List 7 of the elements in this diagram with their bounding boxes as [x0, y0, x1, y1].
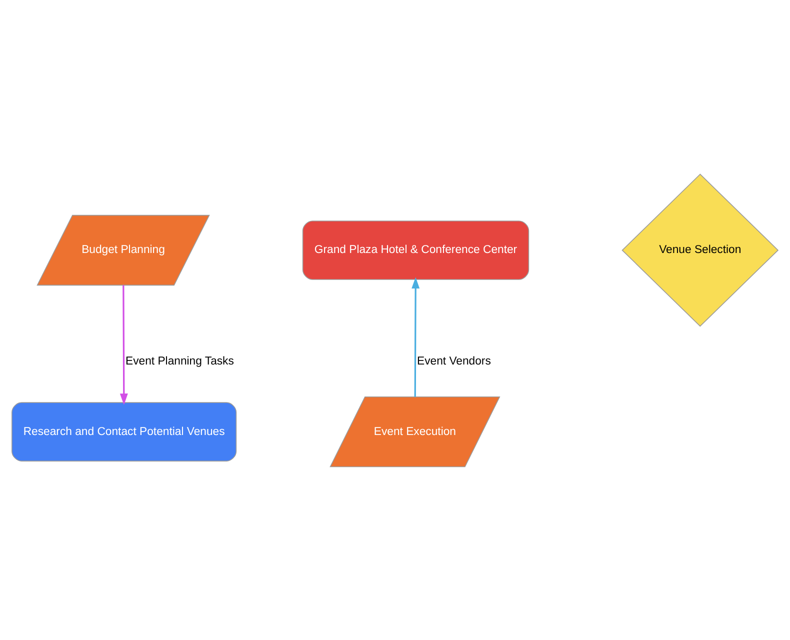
- node-box: Grand Plaza Hotel & Conference Center: [302, 220, 530, 280]
- arrow: [412, 276, 420, 396]
- node-diamond: Venue Selection: [622, 173, 779, 326]
- edge-label: Event Planning Tasks: [126, 355, 234, 368]
- arrow: [120, 284, 128, 404]
- node-box: Research and Contact Potential Venues: [12, 402, 237, 461]
- edge-label: Event Vendors: [417, 355, 491, 368]
